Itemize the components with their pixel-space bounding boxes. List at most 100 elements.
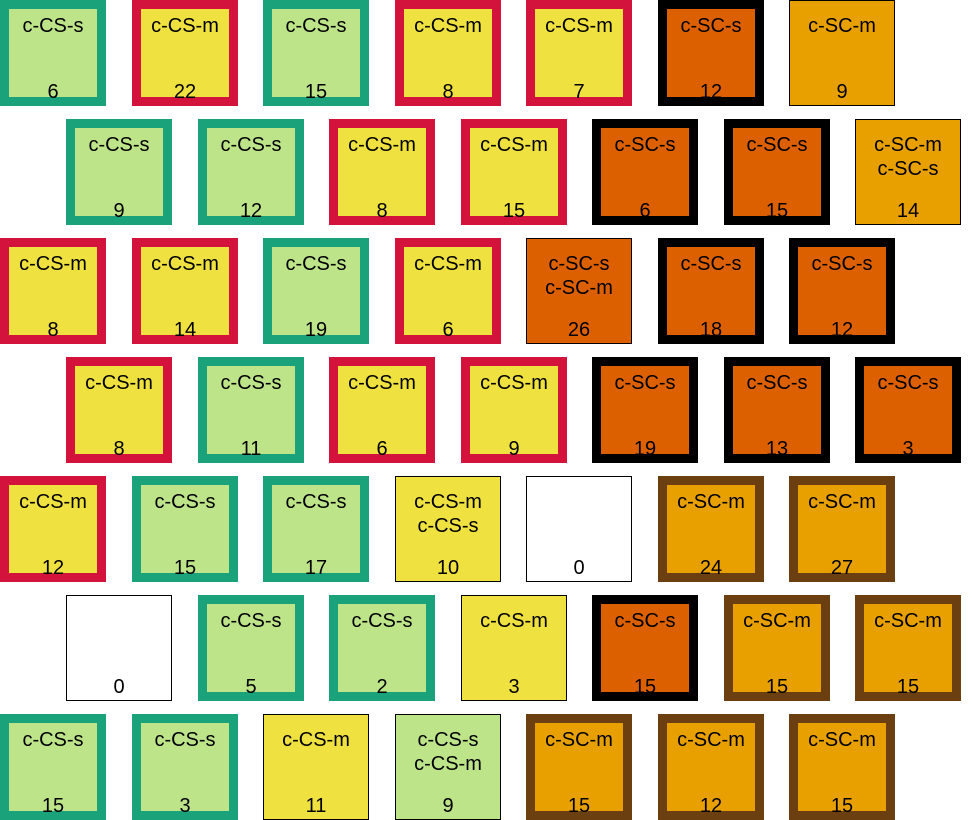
tile-label: c-CS-m [19,491,87,513]
tile-label: c-SC-m [545,277,613,299]
tile-label: c-CS-m [151,253,219,275]
tile-label: c-SC-s [877,372,939,394]
tile-labels: c-CS-m [404,14,492,38]
tile-count: 15 [896,676,920,698]
tile-count: 11 [305,795,327,817]
tile-labels: c-CS-m [470,133,558,157]
tile-count: 15 [765,200,789,222]
tile-labels: c-CS-s [207,371,295,395]
tile-count: 12 [699,81,723,103]
tile-count: 9 [113,200,125,222]
tile-labels: c-CS-s [75,133,163,157]
tile-count: 26 [567,319,591,341]
tile-label: c-CS-m [414,753,482,775]
tile-labels: c-CS-s [272,252,360,276]
tile-label: c-CS-m [19,253,87,275]
tile-label: c-SC-m [677,729,745,751]
tile-labels: c-SC-s [733,133,821,157]
tile-count: 12 [830,319,854,341]
tile-count: 15 [830,795,854,817]
tile: c-CS-m 3 [461,595,567,701]
tile-label: c-SC-s [680,15,742,37]
tile: c-CS-m 14 [132,238,238,344]
tile-count: 24 [699,557,723,579]
tile: c-SC-m 15 [789,714,895,820]
tile-labels: c-SC-s [864,371,952,395]
tile-label: c-CS-s [88,134,150,156]
tile-label: c-CS-s [285,491,347,513]
tile-labels: c-SC-s [798,252,886,276]
tile-labels: c-CS-m [470,371,558,395]
tile-count: 11 [240,438,262,460]
tile-count: 3 [508,676,520,698]
tile-count: 3 [902,438,914,460]
tile: c-SC-s 19 [592,357,698,463]
tile-count: 19 [633,438,657,460]
tile-label: c-SC-m [874,134,942,156]
tile-labels: c-SC-m [733,609,821,633]
tile: c-SC-s 12 [789,238,895,344]
tile-labels: c-CS-s [141,728,229,752]
tile-count: 8 [442,81,454,103]
tile-labels: c-SC-m [864,609,952,633]
tile-count: 19 [304,319,328,341]
tile-label: c-CS-s [154,491,216,513]
tile: c-CS-s 9 [66,119,172,225]
tile: c-SC-s 15 [592,595,698,701]
tile-labels: c-SC-s [667,14,755,38]
tile-labels: c-SC-s [601,371,689,395]
tile-labels: c-SC-m [798,490,886,514]
tile: c-CS-s 19 [263,238,369,344]
tile-label: c-CS-s [285,253,347,275]
tile-labels: c-CS-m [141,14,229,38]
tile-count: 15 [633,676,657,698]
tile-labels: c-CS-m [338,133,426,157]
tile-labels: c-SC-s [733,371,821,395]
tile-labels: c-CS-m [9,252,97,276]
tile-label: c-CS-s [220,134,282,156]
tile-label: c-SC-s [746,134,808,156]
tile-label: c-SC-m [808,15,876,37]
tile-labels: c-CS-m [404,252,492,276]
tile: c-CS-m 8 [395,0,501,106]
tile-labels: c-SC-m [798,728,886,752]
tile: c-SC-s 3 [855,357,961,463]
tile-label: c-CS-s [220,610,282,632]
tile-labels: c-CS-s [9,14,97,38]
tile: 0 [526,476,632,582]
tile: c-CS-m 12 [0,476,106,582]
tile-count: 12 [41,557,65,579]
tile-count: 7 [573,81,585,103]
tile-count: 0 [113,676,125,698]
tile-count: 3 [179,795,191,817]
tile-labels: c-CS-m [462,609,566,633]
tile-label: c-SC-s [877,158,939,180]
tile: c-CS-s 3 [132,714,238,820]
tile-labels: c-CS-s [272,14,360,38]
tile-labels: c-SC-s [601,609,689,633]
tile-count: 14 [173,319,197,341]
tile-count: 2 [376,676,388,698]
tile-labels: c-CS-s [9,728,97,752]
tile-label: c-SC-s [614,372,676,394]
tile: c-SC-s 12 [658,0,764,106]
tile-label: c-CS-m [414,15,482,37]
tile-label: c-CS-s [22,15,84,37]
tile-labels: c-CS-m [141,252,229,276]
tile-labels: c-SC-s [667,252,755,276]
tile-count: 15 [41,795,65,817]
tile: c-CS-s 11 [198,357,304,463]
tile-label: c-CS-m [480,610,548,632]
